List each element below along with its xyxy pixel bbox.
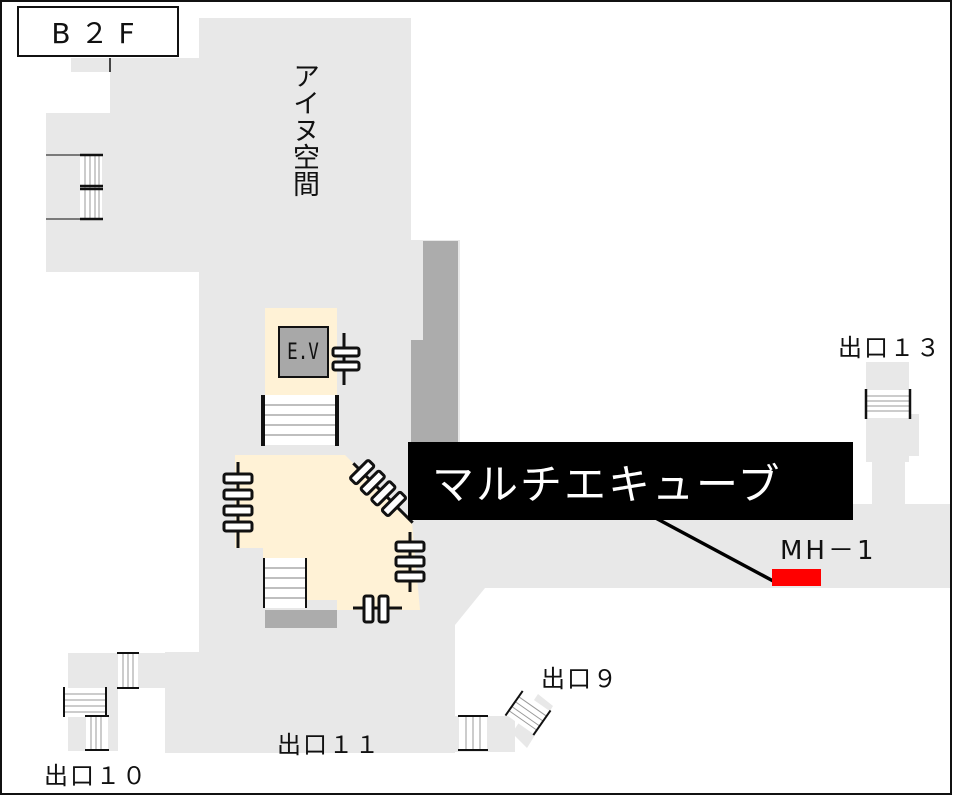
- exit-10-label: 出口１０: [44, 762, 148, 790]
- escalator-symbols: [222, 333, 426, 624]
- manhole-marker: [772, 569, 821, 586]
- stairs-exit-9: [458, 690, 552, 751]
- stairs-upper-left: [46, 153, 103, 221]
- stairs-exit-10: [63, 652, 139, 751]
- facility-callout: マルチエキューブ: [408, 442, 853, 520]
- area-name-label: アイヌ空間: [286, 62, 320, 203]
- structure-blocks: [265, 241, 458, 628]
- stairs-main-lower: [263, 558, 307, 608]
- floor-indicator: B２F: [17, 6, 179, 57]
- elevator-label: E.V: [287, 339, 319, 365]
- callout-leader-line: [649, 513, 776, 584]
- stairs-exit-13: [864, 389, 912, 419]
- elevator-box: [278, 326, 329, 378]
- exit-9-label: 出口９: [541, 665, 619, 693]
- exit-11-label: 出口１１: [277, 731, 381, 759]
- area-name-text: アイヌ空間: [288, 62, 320, 197]
- exit-13-label: 出口１３: [838, 334, 942, 362]
- manhole-label: MH－1: [780, 536, 877, 566]
- stairs-main-upper: [261, 395, 339, 446]
